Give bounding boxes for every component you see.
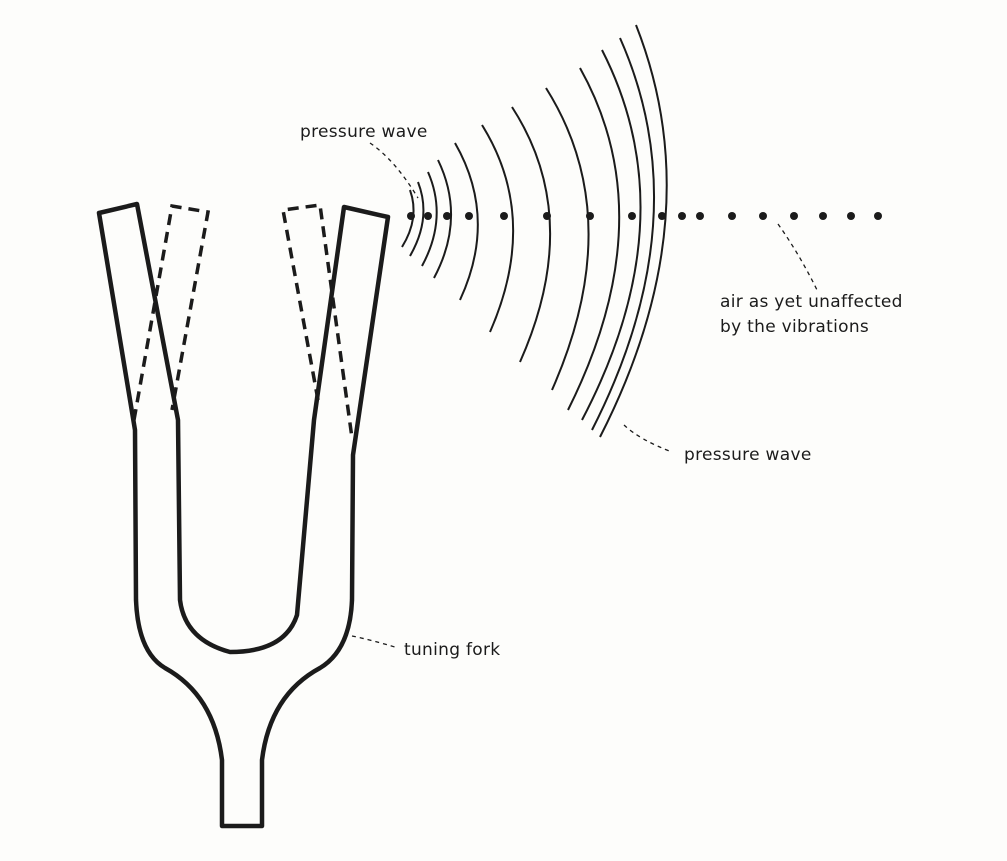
pressure-wave-arcs [401,24,668,438]
label-air-line1: air as yet unaffected [720,292,903,312]
leader-air-unaffected [777,223,819,293]
fork-right-prong-dashed [280,203,354,439]
label-tuning-fork: tuning fork [404,640,500,660]
tuning-fork-outline [96,201,391,829]
leader-pressure-wave-bottom [623,424,673,453]
label-pressure-wave-bottom: pressure wave [684,445,812,465]
fork-left-prong-dashed [132,203,211,421]
air-particle-dots [407,212,882,220]
label-air-line2: by the vibrations [720,317,869,337]
leader-pressure-wave-top [369,142,419,199]
label-pressure-wave-top: pressure wave [300,122,428,142]
leader-tuning-fork [351,635,399,649]
